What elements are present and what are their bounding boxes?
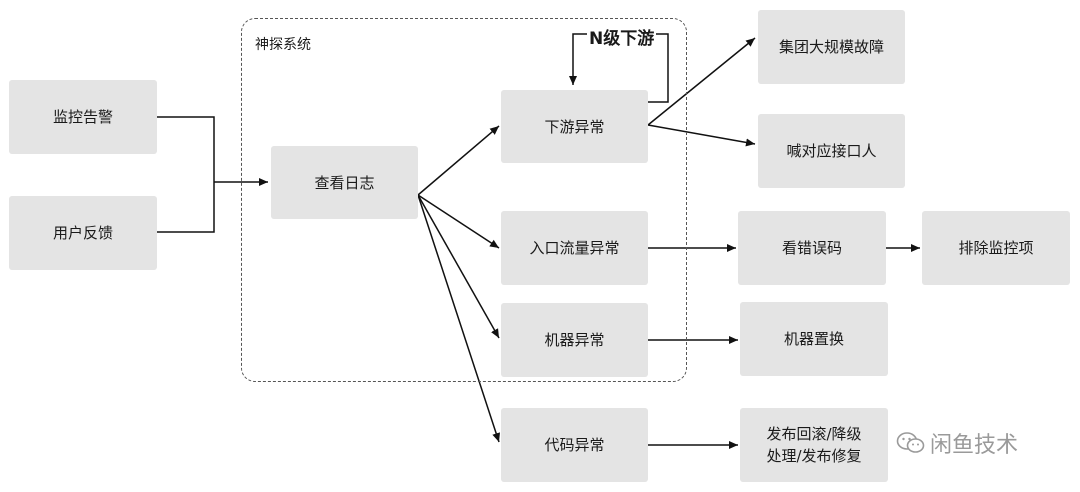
edge-logs-to-downstream — [417, 125, 500, 196]
node-entry-traffic-anomaly[interactable]: 入口流量异常 — [501, 211, 648, 285]
edge-downstream-loop — [569, 33, 669, 103]
node-downstream-anomaly[interactable]: 下游异常 — [501, 90, 648, 163]
shentan-system-region — [241, 18, 687, 382]
node-call-contact[interactable]: 喊对应接口人 — [758, 114, 905, 188]
node-release-rollback[interactable]: 发布回滚/降级 处理/发布修复 — [740, 408, 888, 482]
node-check-logs[interactable]: 查看日志 — [271, 146, 418, 219]
edge-logs-to-entry — [417, 194, 500, 249]
node-check-error-code[interactable]: 看错误码 — [738, 211, 886, 285]
watermark-text: 闲鱼技术 — [930, 433, 1019, 458]
edge-logs-to-machine — [417, 194, 500, 339]
node-group-outage[interactable]: 集团大规模故障 — [758, 10, 905, 84]
edge-logs-to-code — [417, 194, 500, 443]
node-code-anomaly[interactable]: 代码异常 — [501, 408, 648, 482]
node-user-feedback[interactable]: 用户反馈 — [9, 196, 157, 270]
wechat-icon — [896, 432, 925, 453]
node-monitor-alert[interactable]: 监控告警 — [9, 80, 157, 154]
edge-feedback-to-logs — [157, 182, 215, 233]
edge-downstream-to-contact — [647, 124, 756, 147]
node-machine-anomaly[interactable]: 机器异常 — [501, 303, 648, 377]
node-remove-monitor-item[interactable]: 排除监控项 — [922, 211, 1070, 285]
region-title: 神探系统 — [255, 37, 311, 53]
node-machine-replace[interactable]: 机器置换 — [740, 302, 888, 376]
loop-label: N级下游 — [587, 24, 657, 49]
edge-monitor-to-logs — [157, 116, 215, 182]
watermark: 闲鱼技术 — [896, 427, 1018, 459]
edge-downstream-to-outage — [647, 37, 756, 126]
